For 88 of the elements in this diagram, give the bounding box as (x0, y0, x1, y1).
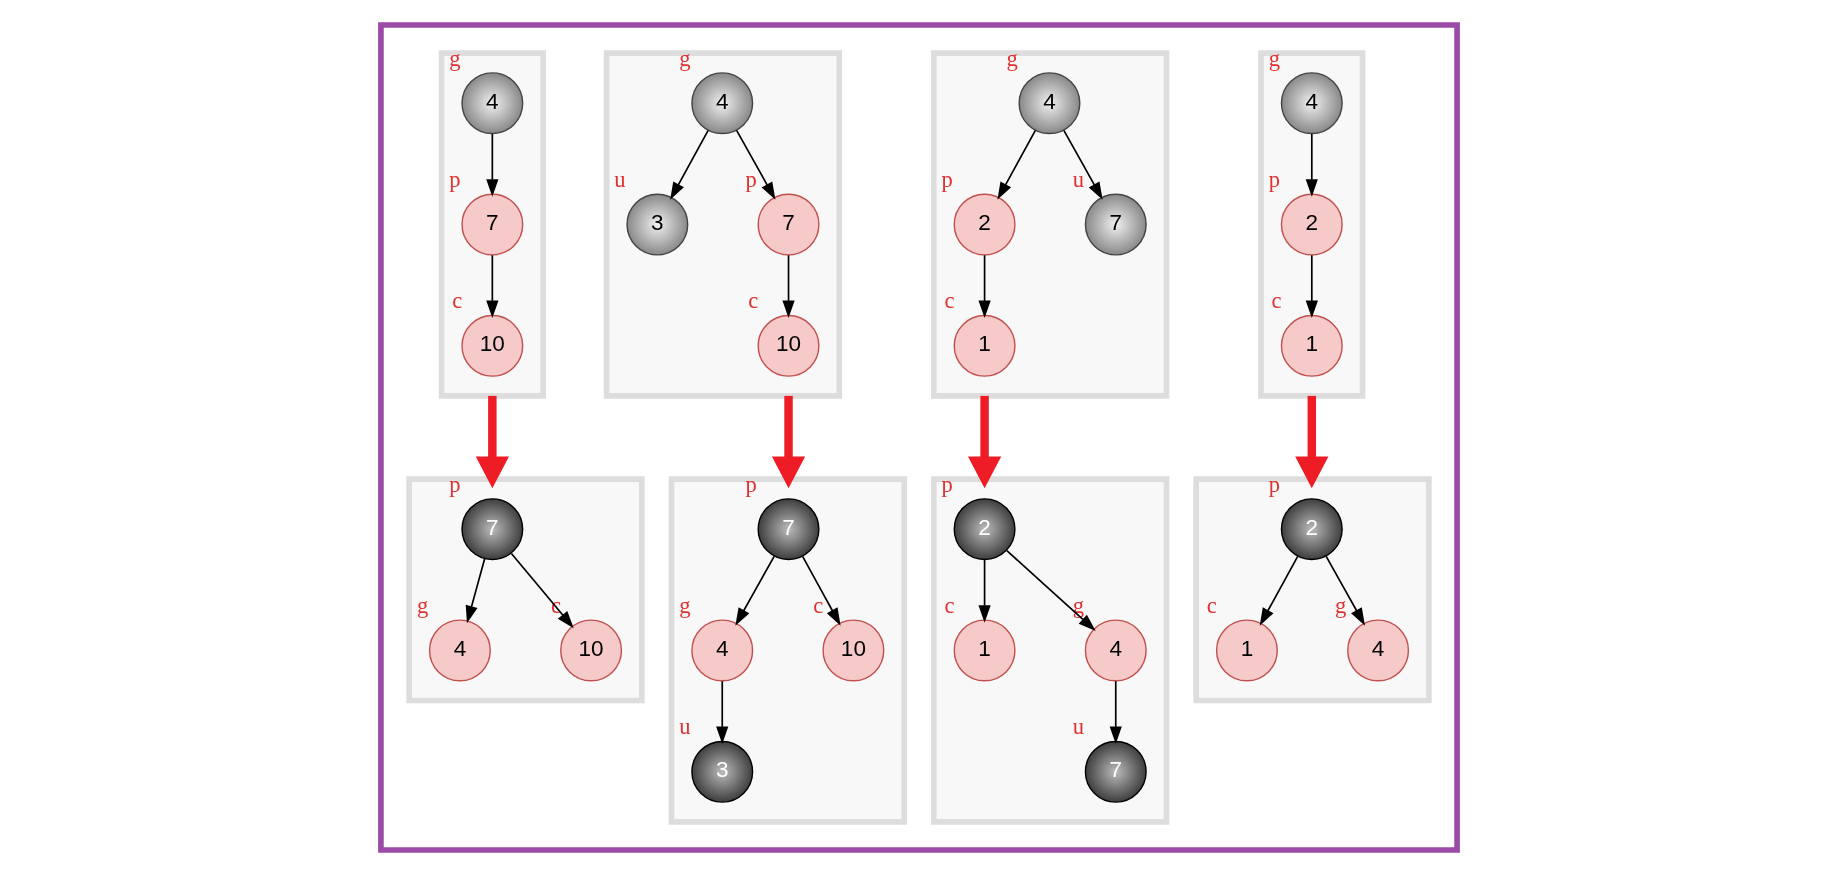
arrow (669, 129, 709, 200)
arrow (510, 552, 574, 629)
arrow (1305, 133, 1318, 197)
arrow (967, 395, 1001, 489)
node-circle: 3 (625, 193, 688, 256)
arrow (1294, 395, 1328, 489)
node-label: c (1271, 288, 1282, 314)
node-circle: 1 (953, 314, 1016, 377)
node-circle: 10 (821, 619, 884, 682)
node-circle: 2 (953, 498, 1016, 561)
node-label: g (1072, 592, 1084, 618)
node-label: g (448, 45, 461, 71)
node-label: c (451, 288, 462, 314)
arrow (735, 129, 775, 200)
arrow (485, 254, 498, 318)
cluster (377, 22, 1460, 853)
node-circle: 4 (460, 72, 523, 135)
cluster (1192, 476, 1432, 704)
arrow (485, 133, 498, 197)
node-circle: 4 (1084, 619, 1147, 682)
node-label: c (812, 592, 823, 618)
node-label: u (1072, 166, 1084, 192)
node-circle: 2 (953, 193, 1016, 256)
node-label: u (1072, 714, 1084, 740)
node-circle: 1 (1280, 314, 1343, 377)
arrow (1062, 129, 1103, 200)
arrow (1005, 549, 1096, 631)
node-circle: 4 (1346, 619, 1409, 682)
node-label: p (941, 471, 953, 497)
arrow (1305, 254, 1318, 318)
node-circle: 4 (1280, 72, 1343, 135)
arrow (475, 395, 509, 489)
cluster (668, 476, 907, 825)
node-circle: 7 (1084, 193, 1147, 256)
node-circle: 10 (460, 314, 523, 377)
node-label: u (678, 714, 691, 740)
cluster (930, 476, 1169, 825)
cluster (603, 50, 842, 399)
node-label: u (613, 166, 626, 192)
arrow (1109, 680, 1122, 744)
node-circle: 10 (757, 314, 820, 377)
node-label: p (1268, 166, 1280, 192)
node-label: c (1206, 592, 1217, 618)
node-circle: 4 (428, 619, 491, 682)
node-label: g (1268, 45, 1280, 71)
node-label: g (678, 45, 691, 71)
node-circle: 1 (953, 619, 1016, 682)
cluster (1257, 50, 1365, 399)
node-label: c (747, 288, 758, 314)
node-label: p (745, 166, 757, 192)
node-label: p (448, 471, 461, 497)
node-circle: 7 (757, 193, 820, 256)
node-circle: 1 (1215, 619, 1278, 682)
node-circle: 4 (690, 619, 753, 682)
arrow (781, 254, 795, 318)
node-label: p (1268, 471, 1280, 497)
arrow (977, 559, 991, 623)
arrow (734, 555, 775, 626)
cluster (405, 476, 645, 704)
arrow (1259, 555, 1299, 626)
node-label: p (745, 471, 757, 497)
node-circle: 3 (690, 740, 753, 803)
arrow (801, 555, 841, 626)
arrow (465, 557, 485, 624)
node-label: c (943, 592, 954, 618)
node-label: g (1334, 592, 1346, 618)
node-label: g (1005, 45, 1018, 71)
node-label: c (943, 288, 954, 314)
cluster (930, 50, 1169, 399)
arrow (715, 680, 728, 744)
node-circle: 7 (460, 498, 523, 561)
node-circle: 7 (757, 498, 820, 561)
node-label: g (416, 592, 428, 618)
node-label: p (448, 166, 461, 192)
node-circle: 10 (559, 619, 622, 682)
arrow (996, 129, 1036, 200)
node-circle: 4 (690, 72, 753, 135)
node-circle: 2 (1280, 193, 1343, 256)
cluster (438, 50, 546, 399)
arrow (977, 254, 991, 318)
node-label: p (941, 166, 953, 192)
node-circle: 7 (460, 193, 523, 256)
arrow (771, 395, 805, 489)
arrow (1324, 555, 1365, 626)
node-circle: 2 (1280, 498, 1343, 561)
node-label: g (678, 592, 691, 618)
node-circle: 4 (1017, 72, 1080, 135)
node-circle: 7 (1084, 740, 1147, 803)
